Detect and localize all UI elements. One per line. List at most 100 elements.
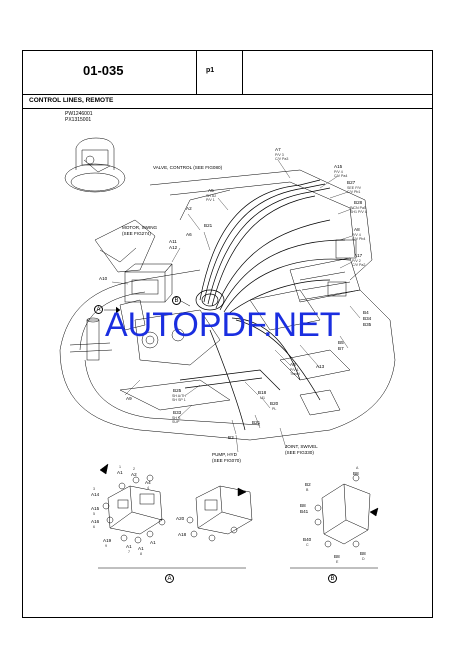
hyd-pump: [119, 299, 221, 366]
detail-b-valve: [314, 474, 371, 548]
detail-flags: [104, 300, 191, 314]
detail-b-a: A: [356, 466, 359, 470]
header-divider: [196, 51, 197, 94]
leader-lines: [111, 159, 361, 453]
detail-a-port-1: 1: [119, 465, 121, 469]
pump-hyd-fig: (SEE FIG070): [212, 458, 241, 463]
detail-b-b40: B40: [303, 537, 312, 542]
detail-b-marker: B: [172, 296, 181, 305]
detail-a-a1-b2: A1: [138, 546, 144, 551]
watermark: AUTOPDF.NET: [105, 306, 341, 344]
callout-a5: A5: [208, 188, 214, 193]
joint-swivel-fig: (SEE FIG330): [285, 450, 314, 455]
control-valve: [289, 239, 361, 303]
callout-a5-sub: SH A2 P/V 1: [206, 194, 217, 202]
serial-2: PX1315001: [65, 117, 92, 123]
callout-b33-sub: SH S SUP: [172, 416, 181, 424]
detail-a-a1-b1: A1: [126, 544, 132, 549]
callout-b3: B3: [228, 435, 234, 440]
detail-a-port-3: 3: [93, 487, 95, 491]
detail-a-a18: A18: [178, 532, 187, 537]
callout-b34: B34: [363, 316, 372, 321]
callout-b27-sub: SEE P/V C/V Pb1: [347, 186, 361, 194]
callout-a13: A13: [316, 364, 325, 369]
serial-numbers: PW1246001 PX1315001: [65, 111, 93, 123]
detail-a-a14: A14: [91, 492, 100, 497]
detail-a-a16: A16: [91, 519, 100, 524]
page-code: 01-035: [83, 63, 124, 78]
detail-a-port-9: 9: [105, 544, 107, 548]
serial-1: PW1246001: [65, 111, 93, 117]
callout-a2: A2: [186, 206, 192, 211]
detail-a-port-6: 6: [93, 525, 95, 529]
swing-motor: [124, 263, 173, 303]
callout-a8-top: A8: [354, 227, 360, 232]
detail-b-b8-bottom: B8: [334, 554, 340, 559]
callout-b21-mid: B21: [252, 420, 261, 425]
title-row: CONTROL LINES, REMOTE: [23, 94, 432, 109]
callout-b28-sub: P/CN Pa5 SH1 P/V 8: [350, 206, 367, 214]
detail-b-label: B: [328, 574, 337, 583]
detail-b-b8-right: B8: [360, 551, 366, 556]
detail-a-a20: A20: [176, 516, 185, 521]
callout-a8-mid: A8: [290, 362, 296, 367]
callout-a8-mid-sub: P/V 1 Travel: [290, 368, 300, 376]
detail-b-b41: B41: [300, 509, 309, 514]
callout-a7-sub: P/V 3 C/V Pa3: [275, 153, 289, 161]
callout-a15: A15: [334, 164, 343, 169]
callout-b7: B7: [338, 346, 344, 351]
motor-swing-ref: MOTOR, SWING: [122, 225, 158, 230]
detail-b-b8-left: B8: [300, 503, 306, 508]
machine-frame: [59, 169, 396, 441]
detail-b-b8-top: B8: [353, 471, 359, 476]
callout-b35: B35: [363, 322, 372, 327]
detail-a-a15: A15: [91, 506, 100, 511]
callout-a11: A11: [169, 239, 177, 244]
callout-a9: A9: [126, 396, 132, 401]
detail-a-a1-b3: A1: [150, 540, 156, 545]
callout-b20: B20: [270, 401, 279, 406]
detail-a-left-valve: [102, 474, 166, 544]
section-title: CONTROL LINES, REMOTE: [29, 97, 114, 104]
joint-swivel-ref: JOINT, SWIVEL: [285, 444, 318, 449]
detail-b-port-d: D: [362, 557, 365, 561]
header-row: 01-035 p1: [23, 51, 432, 95]
detail-a-port-4: 4: [147, 486, 149, 490]
callout-b18-sub: M1: [260, 396, 265, 400]
callout-b5: B5: [338, 340, 344, 345]
machine-inset-icon: [64, 137, 126, 193]
detail-b-port-e: E: [336, 560, 339, 564]
pump-hyd-ref: PUMP, HYD: [212, 452, 237, 457]
detail-a-a1-top: A1: [117, 470, 123, 475]
detail-a-port-7: 7: [128, 550, 130, 554]
detail-a-port-2: 2: [133, 467, 135, 471]
callout-a17-sub: P/V 2 C/V Pa2: [352, 259, 366, 267]
callout-b25: B25: [173, 388, 182, 393]
callout-b33: B33: [173, 410, 182, 415]
callout-a17: A17: [354, 253, 363, 258]
detail-a-a2: A2: [131, 472, 137, 477]
valve-control-ref: VALVE, CONTROL (SEE FIG080): [153, 165, 223, 170]
detail-a-a4: A4: [145, 480, 151, 485]
detail-a-label: A: [165, 574, 174, 583]
callout-b25-sub: SH A/TH SH SP 1: [172, 394, 186, 402]
callout-b28: B28: [354, 200, 363, 205]
detail-b-port-b: B: [306, 488, 309, 492]
detail-a-port-5: 5: [93, 512, 95, 516]
header-divider-right: [242, 51, 243, 94]
callout-a6: A6: [186, 232, 192, 237]
detail-a-right-valve: [186, 485, 253, 542]
detail-b-b2: B2: [305, 482, 311, 487]
callout-a7: A7: [275, 147, 281, 152]
detail-a-marker: A: [94, 305, 103, 314]
detail-a-port-8: 8: [140, 552, 142, 556]
callout-a8-top-sub: P/V 4 C/V Pb4: [352, 233, 366, 241]
callout-b27: B27: [347, 180, 356, 185]
detail-a-a19: A19: [103, 538, 112, 543]
page-frame: 01-035 p1 CONTROL LINES, REMOTE PW124600…: [22, 50, 433, 618]
motor-swing-fig: (SEE FIG274): [122, 231, 151, 236]
detail-b-port-c: C: [306, 543, 309, 547]
callout-a12: A12: [169, 245, 178, 250]
callout-a15-sub: P/V 4 C/V Pa4: [334, 170, 348, 178]
